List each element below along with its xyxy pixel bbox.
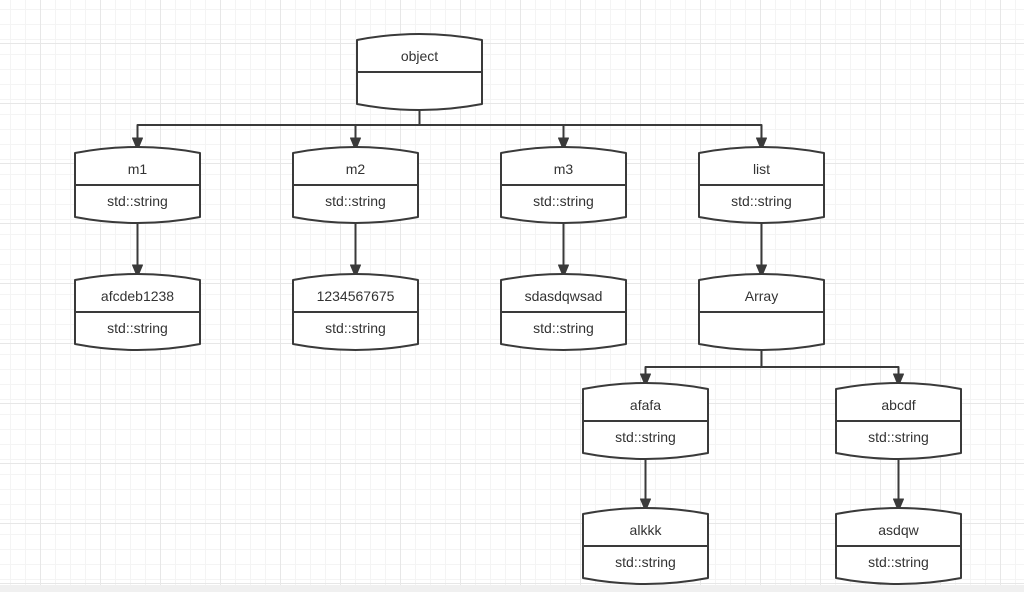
node-label: sdasdqwsad <box>525 288 603 304</box>
node-type: std::string <box>325 320 386 336</box>
edges-layer <box>132 111 904 512</box>
node-label: abcdf <box>881 397 915 413</box>
node-type: std::string <box>533 320 594 336</box>
node-asdqw[interactable]: asdqw std::string <box>835 507 962 585</box>
node-m1[interactable]: m1 std::string <box>74 146 201 224</box>
canvas-bottom-edge <box>0 585 1024 592</box>
node-type: std::string <box>868 429 929 445</box>
node-label: asdqw <box>878 522 919 538</box>
node-type: std::string <box>731 193 792 209</box>
node-label: afcdeb1238 <box>101 288 174 304</box>
node-type: std::string <box>107 320 168 336</box>
edge-array-afafa[interactable] <box>640 351 763 387</box>
node-label: 1234567675 <box>317 288 395 304</box>
node-label: afafa <box>630 397 661 413</box>
node-type: std::string <box>107 193 168 209</box>
node-afcdeb1238[interactable]: afcdeb1238 std::string <box>74 273 201 351</box>
node-label: object <box>401 48 438 64</box>
node-sdasdqwsad[interactable]: sdasdqwsad std::string <box>500 273 627 351</box>
node-type: std::string <box>615 429 676 445</box>
edge-object-m3[interactable] <box>418 111 569 151</box>
edge-array-abcdf[interactable] <box>760 351 904 387</box>
node-type: std::string <box>868 554 929 570</box>
node-type: std::string <box>615 554 676 570</box>
node-type: std::string <box>325 193 386 209</box>
node-m3[interactable]: m3 std::string <box>500 146 627 224</box>
edge-object-m2[interactable] <box>350 111 421 151</box>
node-label: m3 <box>554 161 574 177</box>
node-label: Array <box>745 288 778 304</box>
node-array[interactable]: Array <box>698 273 825 351</box>
edge-object-list[interactable] <box>418 111 767 151</box>
node-abcdf[interactable]: abcdf std::string <box>835 382 962 460</box>
node-m2[interactable]: m2 std::string <box>292 146 419 224</box>
node-object[interactable]: object <box>356 33 483 111</box>
node-afafa[interactable]: afafa std::string <box>582 382 709 460</box>
node-alkkk[interactable]: alkkk std::string <box>582 507 709 585</box>
node-label: m2 <box>346 161 366 177</box>
node-type: std::string <box>533 193 594 209</box>
node-label: list <box>753 161 770 177</box>
node-1234567675[interactable]: 1234567675 std::string <box>292 273 419 351</box>
edge-object-m1[interactable] <box>132 111 421 151</box>
node-list[interactable]: list std::string <box>698 146 825 224</box>
node-label: alkkk <box>630 522 663 538</box>
node-label: m1 <box>128 161 148 177</box>
